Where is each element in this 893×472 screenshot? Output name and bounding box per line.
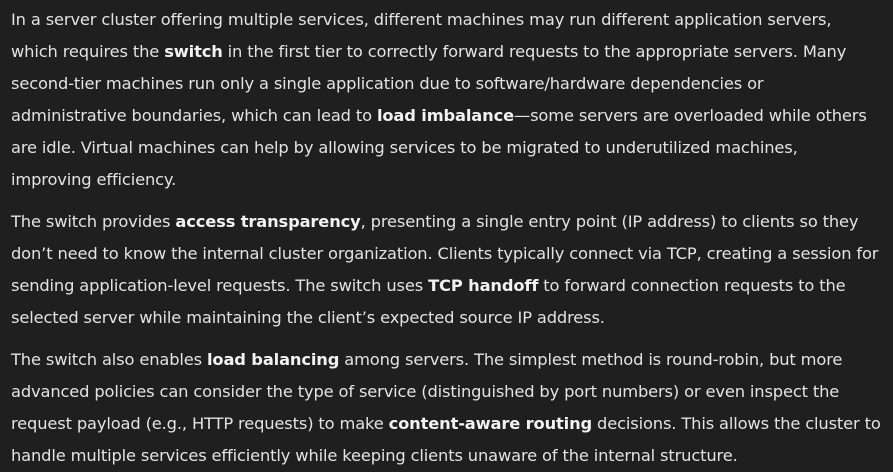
text-segment: to forward connection requests to the se… [11, 276, 846, 327]
text-segment: in the first tier to correctly forward r… [11, 42, 847, 125]
text-segment: , presenting a single entry point (IP ad… [11, 212, 879, 295]
term-load-balancing: load balancing [206, 350, 340, 369]
term-tcp-handoff: TCP handoff [428, 276, 539, 295]
text-segment: The switch provides [11, 212, 176, 231]
text-segment: In a server cluster offering multiple se… [11, 10, 832, 61]
term-switch: switch [164, 42, 223, 61]
term-content-aware-routing: content-aware routing [388, 414, 593, 433]
text-segment: among servers. The simplest method is ro… [11, 350, 843, 433]
term-load-imbalance: load imbalance [376, 106, 514, 125]
term-access-transparency: access transparency [175, 212, 361, 231]
text-segment: —some servers are overloaded while other… [11, 106, 867, 189]
paragraph-access-transparency: The switch provides access transparency,… [11, 206, 883, 334]
paragraph-load-balancing: The switch also enables load balancing a… [11, 344, 883, 472]
document-body: In a server cluster offering multiple se… [11, 4, 883, 465]
text-segment: The switch also enables [11, 350, 207, 369]
paragraph-server-cluster: In a server cluster offering multiple se… [11, 4, 883, 196]
